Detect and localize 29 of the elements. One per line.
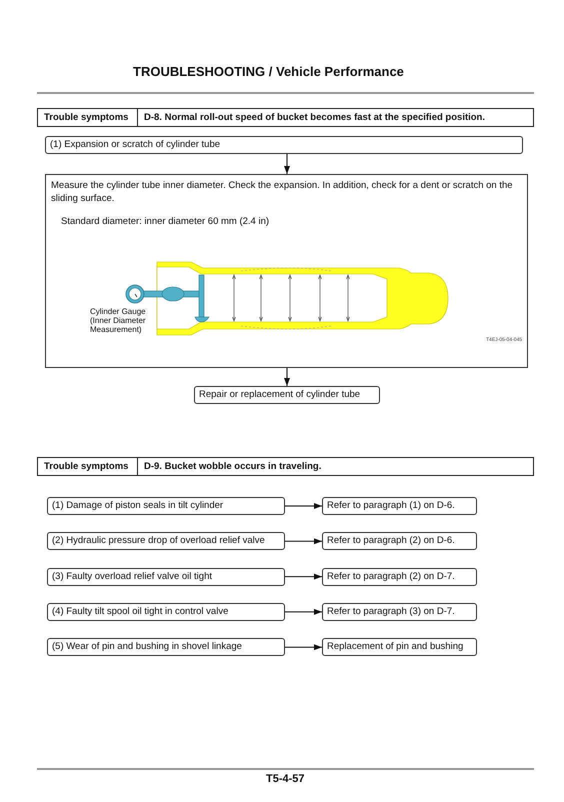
inspection-panel [45,174,528,368]
remedy-box: Refer to paragraph (2) on D-7. [322,568,477,586]
remedy-box: Refer to paragraph (2) on D-6. [322,532,477,550]
cause-box: (3) Faulty overload relief valve oil tight [47,568,285,586]
cause-box: (1) Damage of piston seals in tilt cylinder [47,497,285,515]
arrow [284,368,290,386]
arrow [284,154,290,174]
page-number: T5-4-57 [266,773,305,785]
specification-text: Standard diameter: inner diameter 60 mm (2.4 in) [61,215,270,228]
page-title: TROUBLESHOOTING / Vehicle Performance [133,64,404,79]
arrow [284,644,322,650]
cause-box: (2) Hydraulic pressure drop of overload relief valve [47,532,285,550]
arrow [284,608,322,615]
instruction-text: Measure the cylinder tube inner diameter. Check the expansion. In addition, check for a dent or scratch on the sliding surface. [51,179,514,205]
arrow [284,503,322,509]
cause-box: (4) Faulty tilt spool oil tight in control valve [47,602,285,621]
remedy-box: Repair or replacement of cylinder tube [194,386,380,404]
cause-box: (5) Wear of pin and bushing in shovel linkage [47,638,285,656]
table-header-cell: Trouble symptoms [37,108,138,127]
remedy-box: Refer to paragraph (3) on D-7. [322,602,477,621]
symptom-cell: D-8. Normal roll-out speed of bucket becomes fast at the specified position. [137,108,534,127]
arrow [284,574,322,580]
symptom-cell: D-9. Bucket wobble occurs in traveling. [137,457,534,476]
remedy-box: Refer to paragraph (1) on D-6. [322,497,477,515]
remedy-box: Replacement of pin and bushing [322,638,477,656]
arrow [284,538,322,544]
cause-box: (1) Expansion or scratch of cylinder tube [45,136,523,154]
part-label: Cylinder Gauge (Inner Diameter Measurement) [90,307,147,334]
table-header-cell: Trouble symptoms [37,457,138,476]
